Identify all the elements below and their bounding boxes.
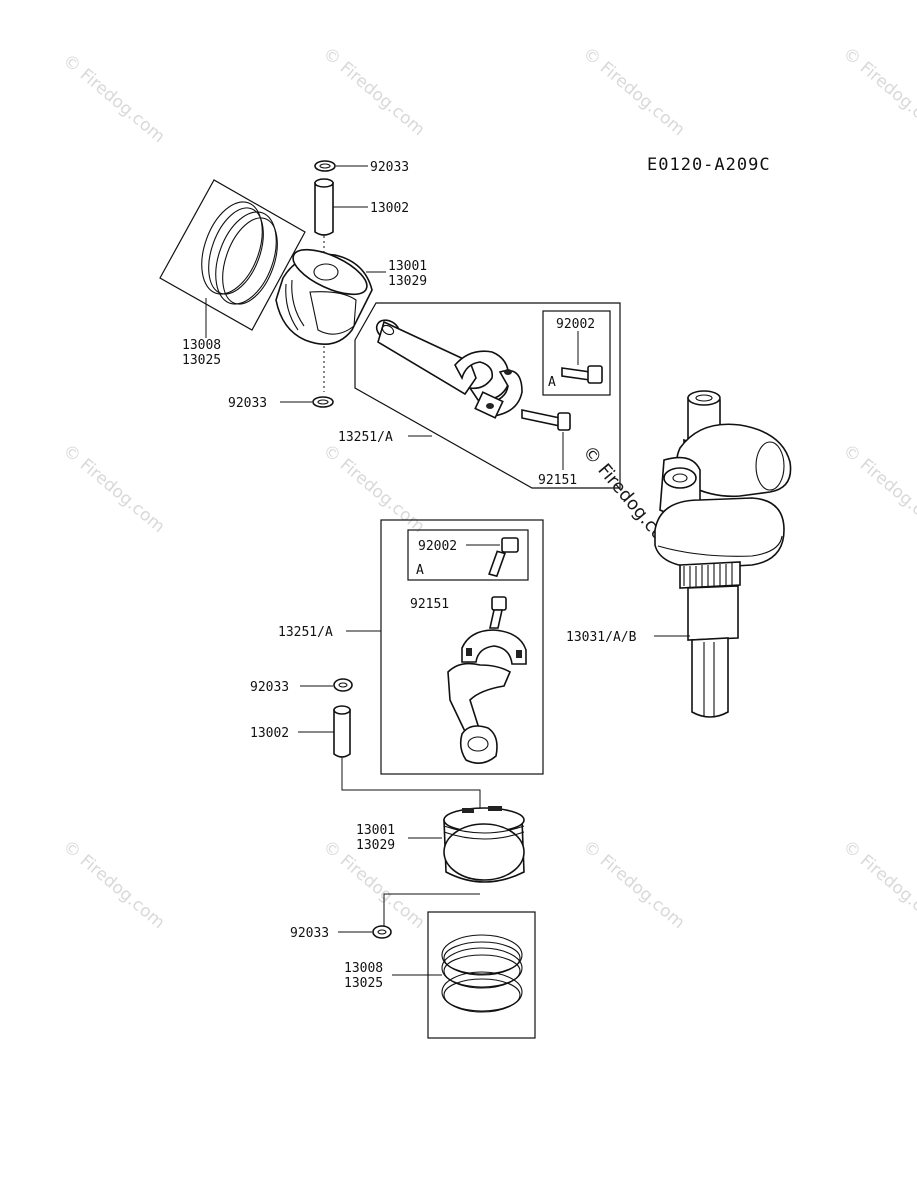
bolt-92151-lower — [489, 596, 507, 629]
diagram-code: E0120-A209C — [647, 155, 771, 175]
circlip-top-lower — [333, 678, 353, 692]
label-13002-lower: 13002 — [250, 726, 289, 741]
circlip-bottom-lower — [372, 925, 392, 939]
label-13001-upper: 13001 — [388, 259, 427, 274]
bolt-92151-upper — [521, 409, 571, 431]
label-13002-upper: 13002 — [370, 201, 409, 216]
bolt-92002-upper — [561, 365, 603, 384]
piston-lower — [443, 806, 525, 883]
label-13025-lower: 13025 — [344, 976, 383, 991]
label-13031AB: 13031/A/B — [566, 630, 637, 645]
label-13025-upper: 13025 — [182, 353, 221, 368]
bolt-box-lower — [407, 529, 529, 581]
label-13001-lower: 13001 — [356, 823, 395, 838]
piston-rings-lower — [441, 934, 523, 1013]
label-13251A-upper: 13251/A — [338, 430, 393, 445]
conrod-box-upper — [354, 302, 621, 489]
label-92033-bottom-lower: 92033 — [290, 926, 329, 941]
label-92151-upper: 92151 — [538, 473, 577, 488]
watermark: © Firedog.com — [839, 44, 917, 141]
label-92033-top-lower: 92033 — [250, 680, 289, 695]
watermark: © Firedog.com — [319, 44, 429, 141]
watermark: © Firedog.com — [59, 837, 169, 934]
watermark: © Firedog.com — [579, 44, 689, 141]
label-13251A-lower: 13251/A — [278, 625, 333, 640]
label-92033-top-upper: 92033 — [370, 160, 409, 175]
watermark-layer: © Firedog.com © Firedog.com © Firedog.co… — [59, 44, 917, 934]
label-92002-lower: 92002 — [418, 539, 457, 554]
label-13029-upper: 13029 — [388, 274, 427, 289]
label-13008-lower: 13008 — [344, 961, 383, 976]
piston-rings-upper — [201, 201, 278, 305]
watermark: © Firedog.com — [839, 441, 917, 538]
crankshaft — [654, 390, 792, 718]
label-A-lower: A — [416, 563, 424, 578]
circlip-top-upper — [314, 160, 336, 172]
label-92033-bottom-upper: 92033 — [228, 396, 267, 411]
piston-pin-upper — [314, 178, 334, 236]
label-13029-lower: 13029 — [356, 838, 395, 853]
watermark: © Firedog.com — [59, 441, 169, 538]
watermark: © Firedog.com — [319, 441, 429, 538]
rings-box-upper — [159, 179, 306, 331]
bolt-92002-lower — [488, 537, 519, 578]
watermark: © Firedog.com — [579, 837, 689, 934]
watermark: © Firedog.com — [839, 837, 917, 934]
bolt-box-upper — [542, 310, 611, 396]
piston-upper — [275, 248, 373, 346]
label-92151-lower: 92151 — [410, 597, 449, 612]
circlip-bottom-upper — [312, 396, 334, 408]
label-13008-upper: 13008 — [182, 338, 221, 353]
conrod-box-lower — [380, 519, 544, 775]
label-92002-upper: 92002 — [556, 317, 595, 332]
conrod-upper — [375, 319, 523, 419]
label-A-upper: A — [548, 375, 556, 390]
watermark: © Firedog.com — [59, 51, 169, 148]
conrod-lower — [447, 629, 527, 764]
piston-pin-lower — [333, 705, 351, 758]
